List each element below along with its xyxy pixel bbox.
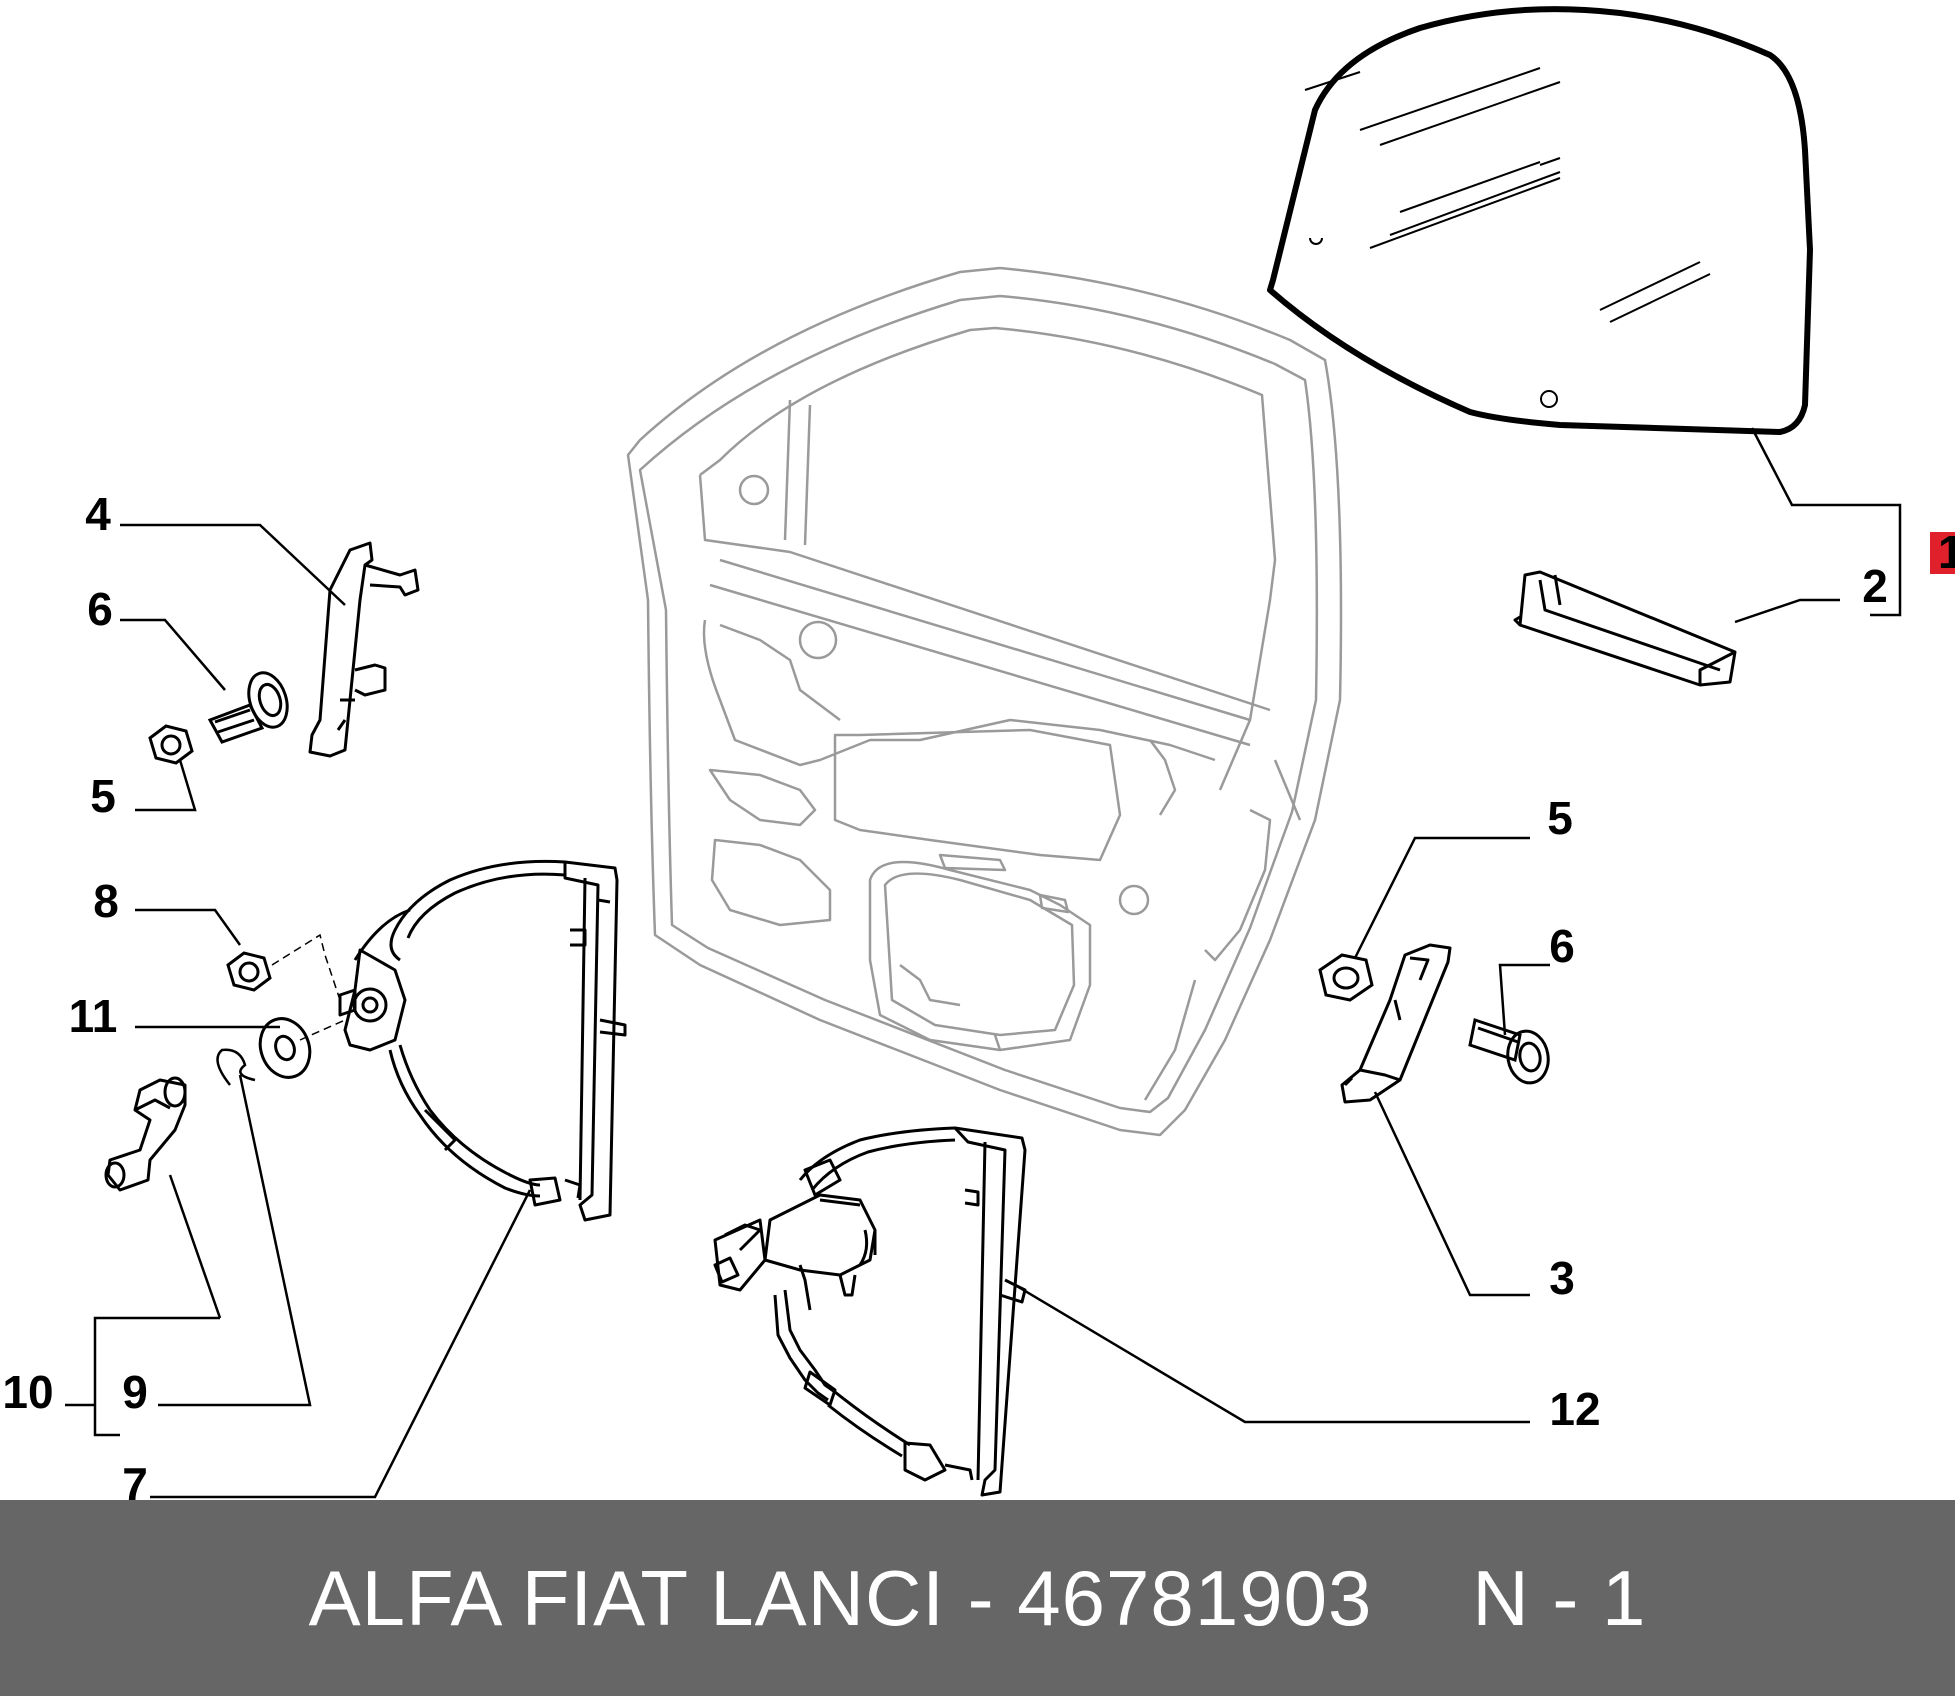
- electric-regulator: [713, 1126, 1027, 1497]
- bracket-right: [1340, 943, 1452, 1104]
- callout-8: 8: [93, 875, 119, 927]
- separator: -: [967, 1553, 995, 1642]
- callout-labels: 1 2 3 4 5 5 6 6 7 8 9 10 11 12: [2, 488, 1955, 1500]
- callout-10: 10: [2, 1366, 53, 1418]
- clip-9: [216, 1048, 256, 1086]
- leader-lines: [65, 427, 1902, 1499]
- part-number: 46781903: [1017, 1553, 1373, 1642]
- bracket-left: [308, 541, 420, 758]
- quantity-label: N - 1: [1472, 1553, 1647, 1642]
- nut-right: [1318, 953, 1374, 1002]
- callout-11: 11: [69, 990, 118, 1042]
- callout-5-left: 5: [90, 770, 116, 822]
- callout-7: 7: [122, 1458, 148, 1500]
- manual-regulator: [338, 859, 627, 1222]
- nut-left: [148, 724, 194, 765]
- callout-6-right: 6: [1549, 920, 1575, 972]
- callout-12: 12: [1549, 1383, 1600, 1435]
- brand-label: ALFA FIAT LANCI: [308, 1553, 945, 1642]
- callout-9: 9: [122, 1366, 148, 1418]
- callout-2: 2: [1862, 560, 1888, 612]
- bolt-left: [207, 671, 289, 744]
- window-glass: [1267, 6, 1813, 435]
- crank-handle: [104, 1076, 187, 1192]
- washer-11: [258, 1017, 346, 1079]
- bolt-right: [1468, 1018, 1550, 1085]
- callout-6-left: 6: [87, 583, 113, 635]
- parts-diagram: 1 2 3 4 5 5 6 6 7 8 9 10 11 12: [2, 6, 1955, 1500]
- callout-3: 3: [1549, 1252, 1575, 1304]
- glass-channel: [1513, 570, 1737, 687]
- callout-1-highlight: [1930, 532, 1955, 574]
- nut-8: [226, 933, 341, 1001]
- callout-4: 4: [85, 488, 111, 540]
- footer-line: ALFA FIAT LANCI - 46781903 N - 1: [309, 1553, 1647, 1644]
- callout-1: 1: [1938, 526, 1955, 578]
- part-info-footer: ALFA FIAT LANCI - 46781903 N - 1: [0, 1500, 1955, 1696]
- door-frame: [626, 266, 1343, 1137]
- callout-5-right: 5: [1547, 792, 1573, 844]
